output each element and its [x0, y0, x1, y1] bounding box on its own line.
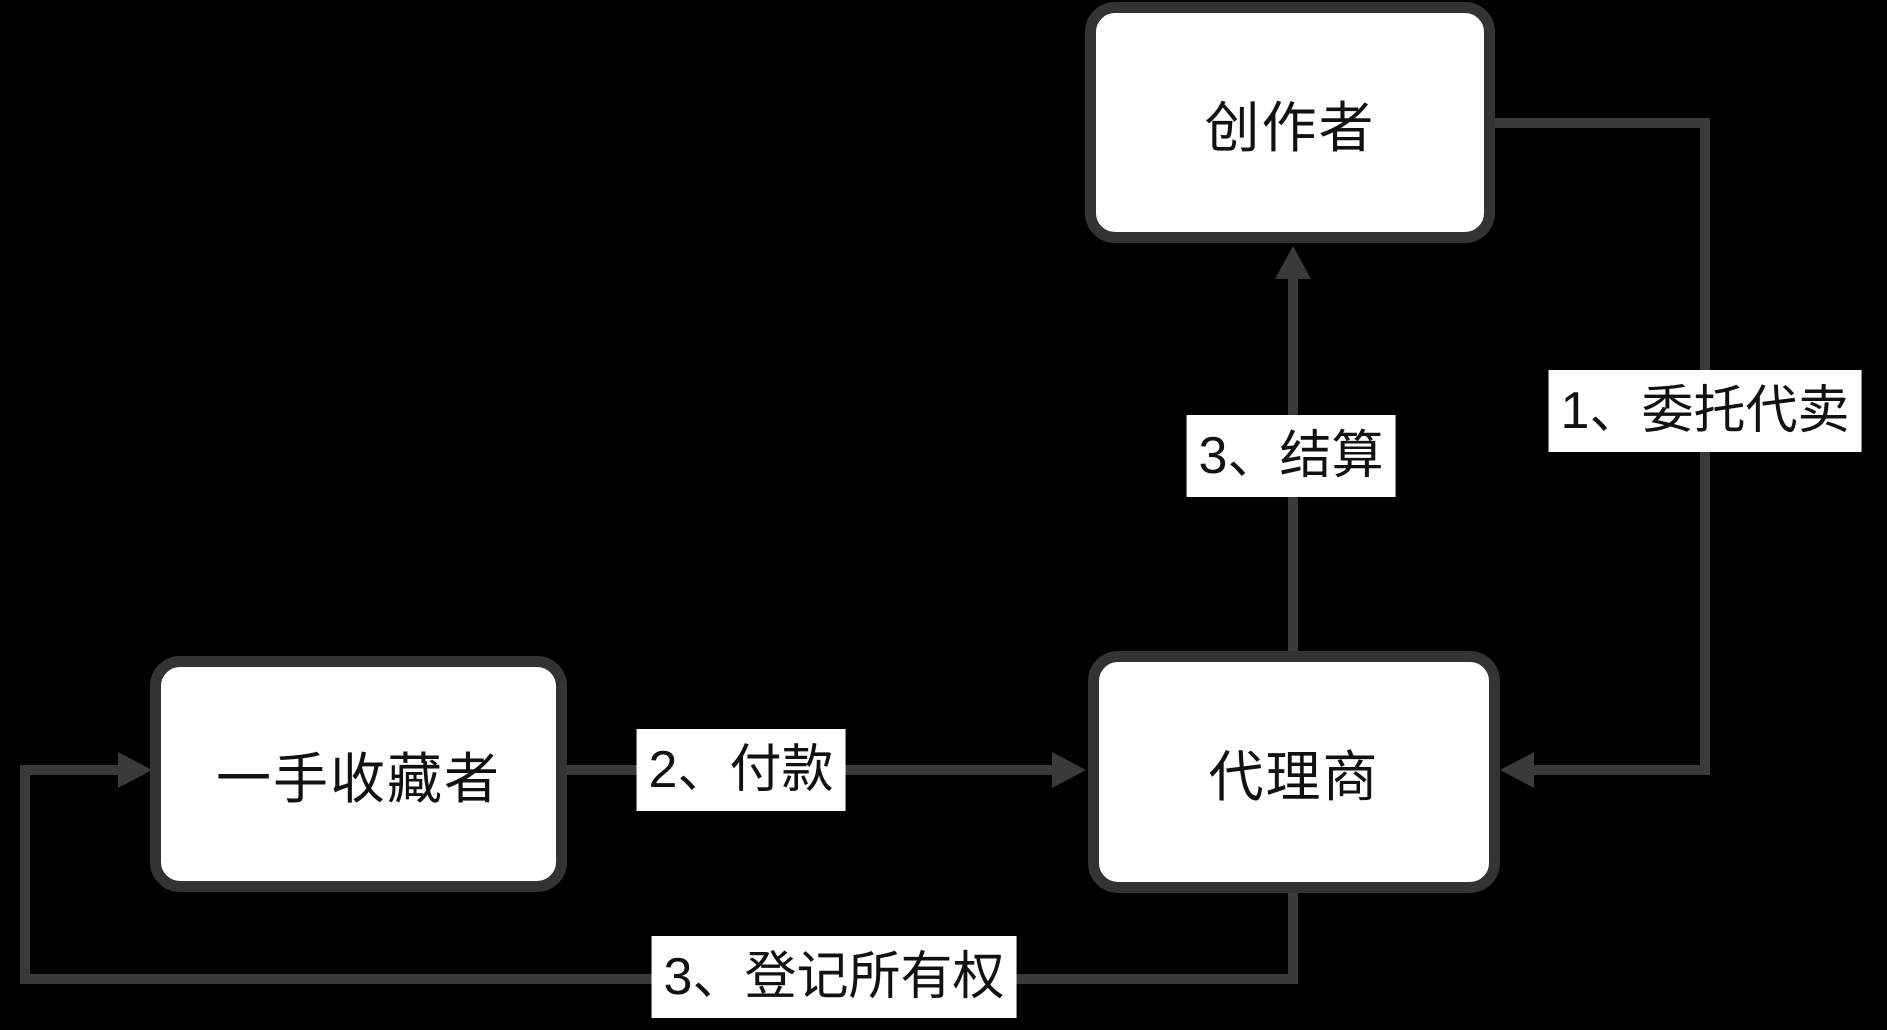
edge-consignment-segment-top [1495, 118, 1710, 128]
edge-registration-segment-up [20, 765, 30, 984]
node-first-hand-collector-label: 一手收藏者 [215, 748, 501, 810]
edge-label-consignment: 1、委托代卖 [1548, 370, 1862, 452]
edge-settlement-arrowhead-icon [1275, 246, 1311, 279]
node-first-hand-collector: 一手收藏者 [150, 656, 567, 892]
node-agent: 代理商 [1088, 651, 1500, 893]
edge-registration-segment-entry [20, 765, 120, 775]
node-agent-label: 代理商 [1208, 746, 1380, 808]
edge-consignment-segment-bottom [1532, 765, 1710, 775]
edge-label-settlement: 3、结算 [1186, 415, 1396, 497]
node-creator-label: 创作者 [1204, 96, 1376, 159]
node-creator: 创作者 [1085, 2, 1495, 243]
edge-registration-segment-down [1288, 891, 1298, 984]
edge-consignment-arrowhead-icon [1500, 752, 1534, 788]
edge-registration-arrowhead-icon [118, 752, 152, 788]
edge-payment-arrowhead-icon [1052, 752, 1086, 788]
edge-label-payment: 2、付款 [636, 729, 846, 811]
edge-label-ownership-registration: 3、登记所有权 [651, 936, 1017, 1018]
